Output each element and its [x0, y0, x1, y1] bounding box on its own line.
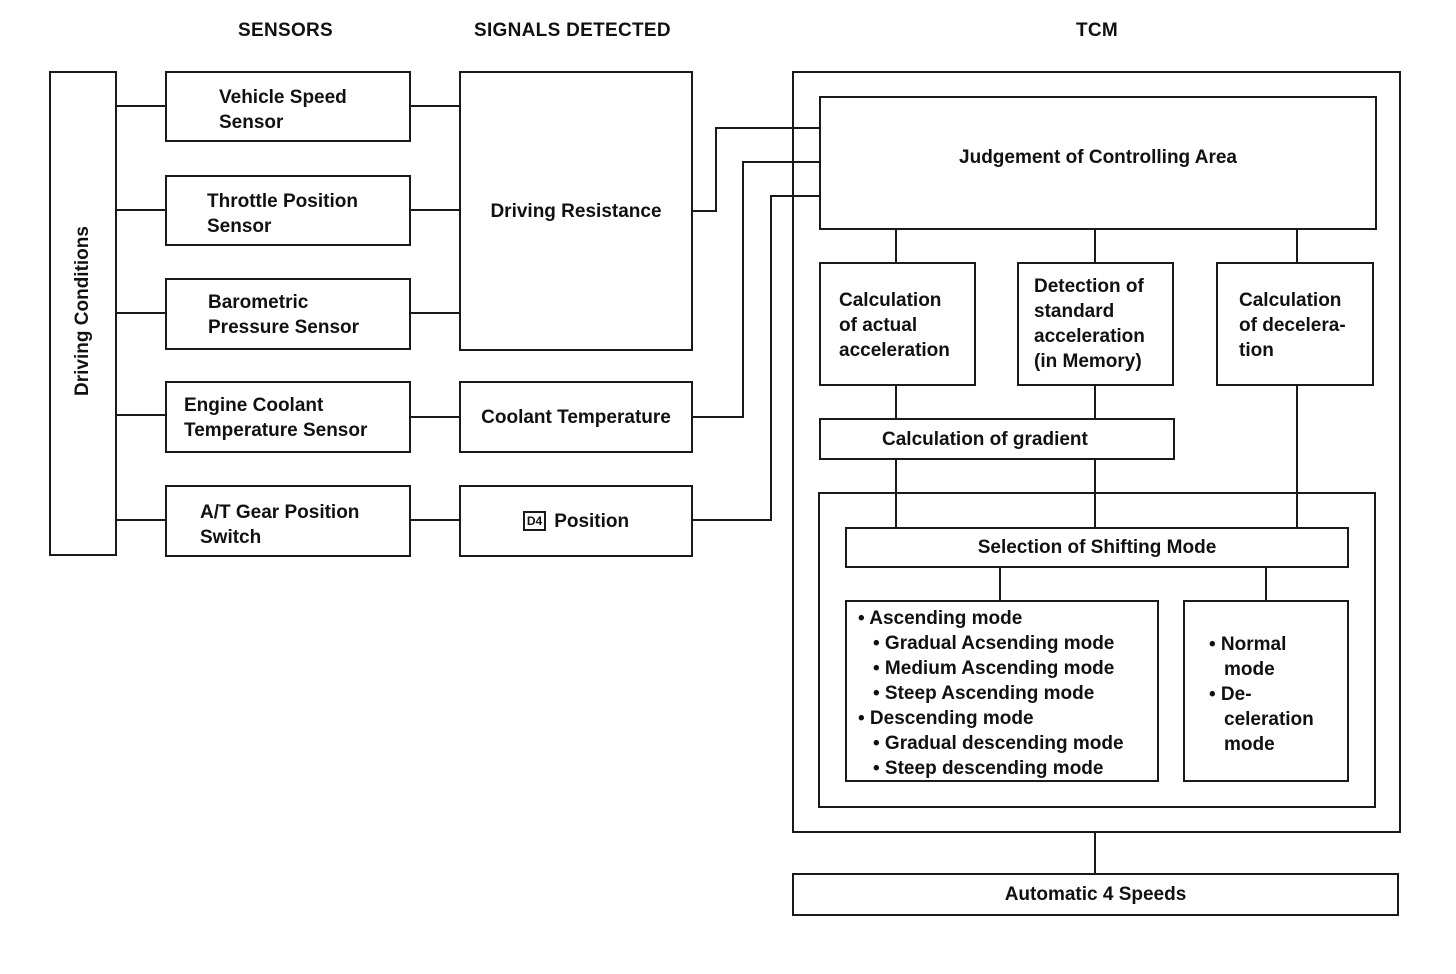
calc-actual-line1: Calculation	[839, 290, 942, 311]
calc-gradient-label: Calculation of gradient	[882, 429, 1088, 450]
engine-coolant-sensor-line2: Temperature Sensor	[184, 420, 368, 441]
at-gear-position-switch-line2: Switch	[200, 527, 262, 548]
vehicle-speed-sensor-line2: Sensor	[219, 112, 284, 133]
mode-medium-ascending: • Medium Ascending mode	[873, 658, 1115, 679]
shifting-mode-frame	[818, 492, 1376, 808]
header-tcm: TCM	[1076, 20, 1119, 41]
mode-decel-line2: celeration	[1224, 709, 1314, 730]
barometric-pressure-sensor-box: Barometric Pressure Sensor	[165, 278, 411, 350]
detect-standard-line4: (in Memory)	[1034, 351, 1142, 372]
d4-position-box: D4 Position	[459, 485, 693, 557]
ascending-descending-modes-box: • Ascending mode • Gradual Acsending mod…	[845, 600, 1159, 782]
mode-decel-line3: mode	[1224, 734, 1275, 755]
calc-actual-acceleration-box: Calculation of actual acceleration	[819, 262, 976, 386]
driving-resistance-label: Driving Resistance	[490, 200, 662, 222]
mode-ascending: • Ascending mode	[858, 608, 1023, 629]
detect-standard-line3: acceleration	[1034, 326, 1145, 347]
calc-deceleration-box: Calculation of decelera- tion	[1216, 262, 1374, 386]
mode-normal-line1: • Normal	[1209, 634, 1287, 655]
calc-gradient-box: Calculation of gradient	[819, 418, 1175, 460]
tcm-frame	[792, 71, 1401, 833]
automatic-4-speeds-box: Automatic 4 Speeds	[792, 873, 1399, 916]
detect-standard-line2: standard	[1034, 301, 1115, 322]
throttle-position-sensor-line2: Sensor	[207, 216, 272, 237]
at-gear-position-switch-line1: A/T Gear Position	[200, 502, 360, 523]
throttle-position-sensor-box: Throttle Position Sensor	[165, 175, 411, 246]
calc-decel-line2: of decelera-	[1239, 315, 1346, 336]
calc-actual-line2: of actual	[839, 315, 918, 336]
vehicle-speed-sensor-box: Vehicle Speed Sensor	[165, 71, 411, 142]
header-signals-detected: SIGNALS DETECTED	[474, 20, 671, 41]
d4-position-label: Position	[554, 510, 630, 532]
mode-decel-line1: • De-	[1209, 684, 1252, 705]
calc-decel-line3: tion	[1239, 340, 1274, 361]
header-sensors: SENSORS	[238, 20, 334, 41]
coolant-temperature-box: Coolant Temperature	[459, 381, 693, 453]
modes-left-list: • Ascending mode • Gradual Acsending mod…	[858, 606, 1157, 781]
normal-deceleration-modes-box: • Normal mode • De- celeration mode	[1183, 600, 1349, 782]
engine-coolant-sensor-line1: Engine Coolant	[184, 395, 324, 416]
coolant-temperature-label: Coolant Temperature	[481, 406, 671, 428]
automatic-4-speeds-label: Automatic 4 Speeds	[1004, 884, 1187, 905]
mode-gradual-ascending: • Gradual Acsending mode	[873, 633, 1115, 654]
mode-steep-descending: • Steep descending mode	[873, 758, 1104, 779]
barometric-pressure-sensor-line2: Pressure Sensor	[208, 317, 360, 338]
mode-steep-ascending: • Steep Ascending mode	[873, 683, 1095, 704]
detect-standard-line1: Detection of	[1034, 276, 1144, 297]
judgement-label: Judgement of Controlling Area	[959, 146, 1237, 168]
at-gear-position-switch-box: A/T Gear Position Switch	[165, 485, 411, 557]
mode-normal-line2: mode	[1224, 659, 1275, 680]
mode-gradual-descending: • Gradual descending mode	[873, 733, 1124, 754]
engine-coolant-sensor-box: Engine Coolant Temperature Sensor	[165, 381, 411, 453]
barometric-pressure-sensor-line1: Barometric	[208, 292, 309, 313]
driving-conditions-label: Driving Conditions	[72, 226, 93, 396]
driving-conditions-box	[49, 71, 117, 556]
calc-decel-line1: Calculation	[1239, 290, 1342, 311]
detection-standard-acceleration-box: Detection of standard acceleration (in M…	[1017, 262, 1174, 386]
driving-resistance-box: Driving Resistance	[459, 71, 693, 351]
calc-actual-line3: acceleration	[839, 340, 950, 361]
selection-shifting-mode-box: Selection of Shifting Mode	[845, 527, 1349, 568]
mode-descending: • Descending mode	[858, 708, 1034, 729]
judgement-of-controlling-area-box: Judgement of Controlling Area	[819, 96, 1377, 230]
d4-symbol-icon: D4	[522, 511, 547, 531]
throttle-position-sensor-line1: Throttle Position	[207, 191, 358, 212]
vehicle-speed-sensor-line1: Vehicle Speed	[219, 87, 347, 108]
selection-label: Selection of Shifting Mode	[977, 537, 1217, 558]
